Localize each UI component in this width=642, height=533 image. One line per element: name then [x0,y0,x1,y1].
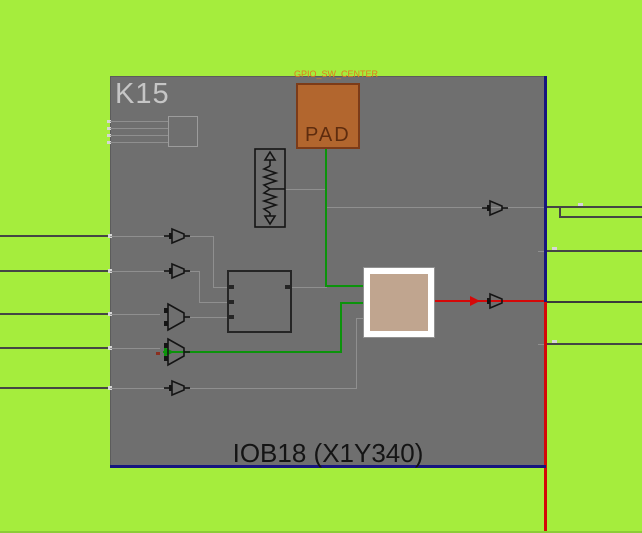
tile-name-label: IOB18 (X1Y340) [232,438,424,468]
input-wire-5 [110,388,164,389]
net-exit-tick [578,203,583,206]
resistor-tap-wire [270,189,327,190]
pad-net-wire[interactable] [325,285,366,287]
pad-pin-wire [110,142,168,143]
logic-pin [229,315,234,319]
pin-name-label: K15 [115,78,170,110]
logic-block[interactable] [227,270,292,333]
external-net-4 [547,343,642,345]
site-block-selected[interactable] [363,267,435,338]
pin-tick [107,141,111,144]
buffer5-out-wire [190,388,357,389]
buffer1-out-wire [190,236,213,237]
edge-stub-wire [538,344,547,345]
pad-block[interactable]: PAD [296,83,360,149]
output-buffer-icon[interactable] [482,198,508,218]
pad-net-branch-wire[interactable] [163,351,342,353]
buffer5-out-wire [356,318,366,319]
green-net-arrow-icon [164,347,174,357]
pad-pin-wire [110,121,168,122]
pad-net-wire[interactable] [325,147,327,287]
input-buffer-icon[interactable] [164,226,190,246]
input-wire-2 [110,271,164,272]
pin-square[interactable] [168,116,198,147]
external-net-2 [547,250,642,252]
pin-tick [107,134,111,137]
input-buffer-large-icon[interactable] [160,336,190,368]
external-output-net-top-b [559,216,642,218]
net-name-label: GPIO_SW_CENTER [294,69,379,79]
input-buffer-icon[interactable] [164,261,190,281]
red-net-arrow-icon [470,296,480,306]
edge-stub-wire [538,251,547,252]
canvas-bottom-edge [0,531,642,533]
input-wire-1 [110,236,164,237]
external-net-3 [547,301,642,303]
pad-net-branch-wire[interactable] [340,302,366,304]
external-output-net-jog [559,206,561,218]
buffer2-out-wire [190,271,199,272]
net-exit-tick [552,247,557,250]
net-mark [156,352,160,355]
buffer2-out-wire [199,302,229,303]
output-buffer-icon[interactable] [482,291,508,311]
external-input-net-2 [0,270,110,272]
tile-right-border [544,76,547,302]
pin-tick [107,120,111,123]
pad-pin-wire [110,128,168,129]
buffer1-out-wire [213,287,229,288]
buffer3-out-wire [190,317,229,318]
net-exit-tick [552,340,557,343]
input-wire-3 [110,314,160,315]
external-input-net-5 [0,387,110,389]
input-wire-4 [110,348,160,349]
input-buffer-large-icon[interactable] [160,301,190,333]
pin-tick [107,127,111,130]
pad-label: PAD [305,124,351,146]
pullup-pulldown-resistor-icon[interactable] [254,148,286,228]
external-input-net-3 [0,313,110,315]
external-input-net-1 [0,235,110,237]
site-block-fill [370,274,428,331]
tile-bottom-border [110,465,546,468]
pad-input-path-wire [327,207,547,208]
external-output-net-top [547,206,642,208]
output-net-wire-vertical[interactable] [544,300,547,533]
logic-pin [285,285,290,289]
external-input-net-4 [0,347,110,349]
pad-net-branch-wire[interactable] [340,302,342,353]
buffer5-out-wire [356,318,357,389]
logic-out-wire [292,287,327,288]
pad-pin-wire [110,135,168,136]
input-buffer-icon[interactable] [164,378,190,398]
buffer2-out-wire [199,271,200,302]
logic-pin [229,285,234,289]
buffer1-out-wire [213,236,214,287]
logic-pin [229,300,234,304]
